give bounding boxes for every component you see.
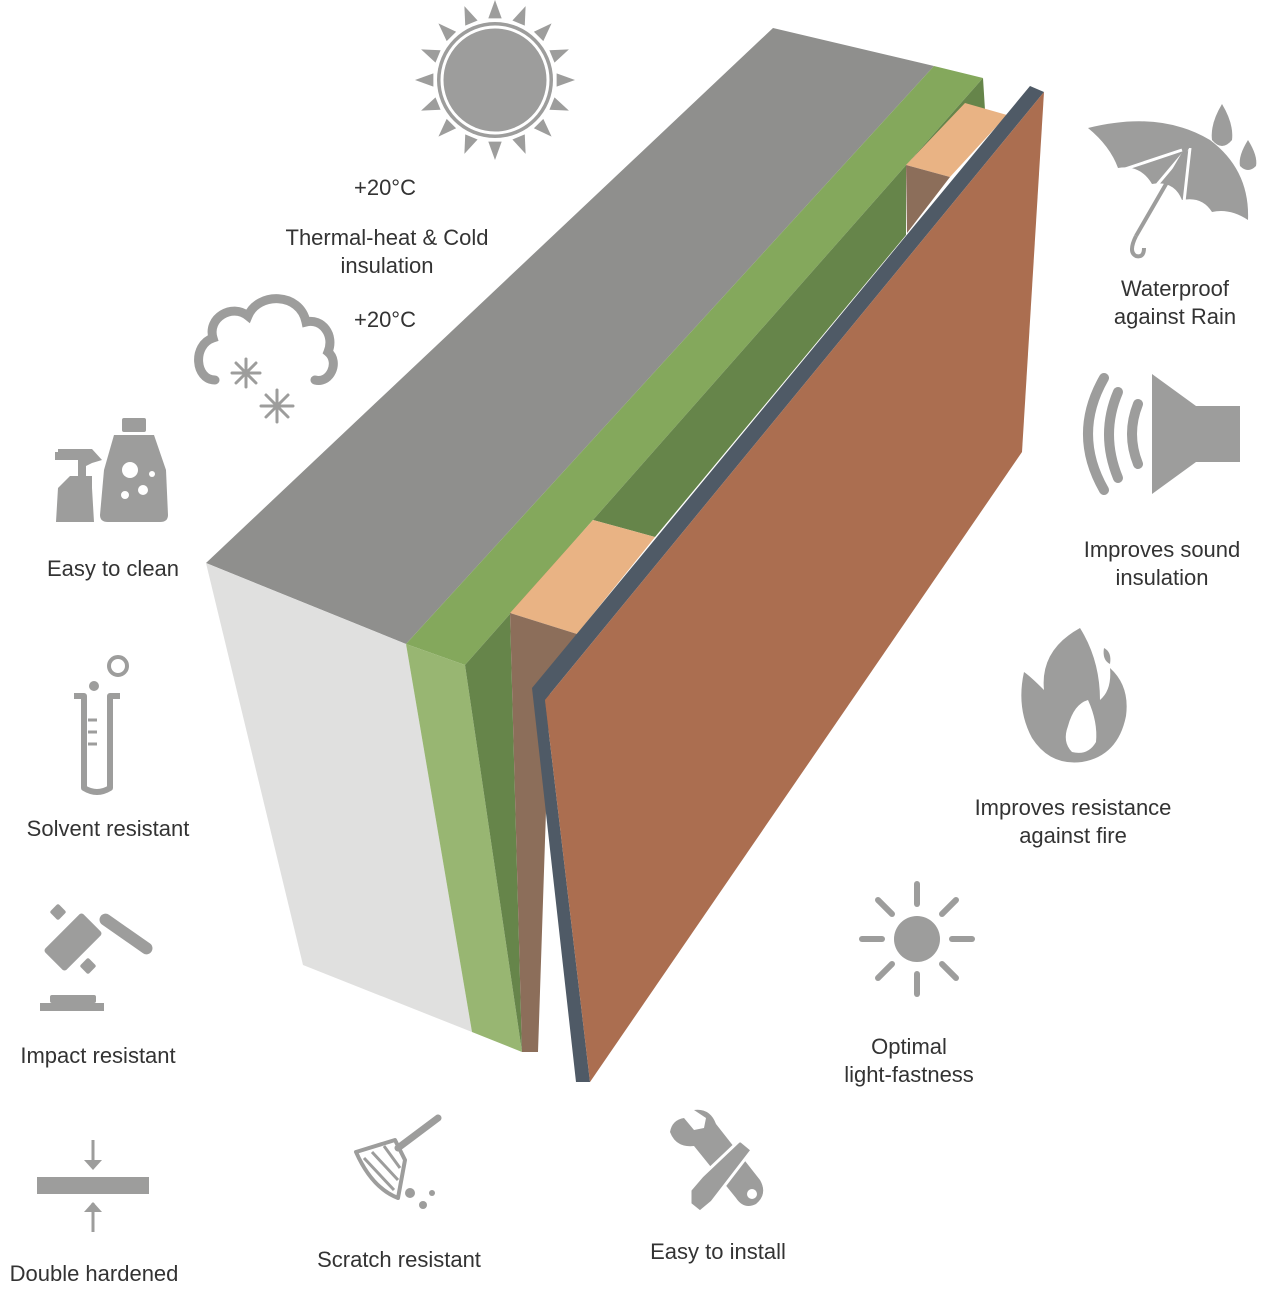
insulation-dark-band xyxy=(465,78,985,1052)
sun-ray xyxy=(421,49,441,63)
flame-icon xyxy=(1021,628,1127,763)
rain-label: Waterproof against Rain xyxy=(1090,275,1260,331)
install-label: Easy to install xyxy=(650,1239,786,1264)
sound-label-line1: Improves sound xyxy=(1083,537,1241,562)
compression-arrows-icon xyxy=(37,1140,149,1232)
clean-label: Easy to clean xyxy=(46,556,180,581)
thermal-label: Thermal-heat & Cold insulation xyxy=(252,224,522,280)
speaker-icon xyxy=(1083,373,1240,495)
wood-batten-top-2 xyxy=(906,103,1007,177)
fire-label-line1: Improves resistance xyxy=(974,795,1172,820)
sun-ray xyxy=(549,97,569,111)
cladding-edge xyxy=(532,86,1044,1082)
solvent-label: Solvent resistant xyxy=(26,816,190,841)
sun-ray xyxy=(512,6,526,26)
thermal-label-line2: insulation xyxy=(340,253,434,278)
wall-block xyxy=(206,28,1044,1082)
feather-duster-icon xyxy=(354,1114,442,1209)
light-label-line2: light-fastness xyxy=(844,1062,974,1087)
insulation-side-face xyxy=(406,644,522,1052)
fire-label-line2: against fire xyxy=(1019,823,1127,848)
sun-ray xyxy=(415,73,434,87)
umbrella-icon xyxy=(1088,104,1257,259)
temperature-top-label: +20°C xyxy=(353,175,416,200)
wall-side-face xyxy=(206,563,472,1032)
wood-batten-side xyxy=(510,613,577,1052)
cleaning-bottles-icon xyxy=(55,418,168,522)
rain-label-line2: against Rain xyxy=(1113,304,1237,329)
rain-label-line1: Waterproof xyxy=(1120,276,1229,301)
sun-ray xyxy=(533,118,552,137)
wall-top-face xyxy=(206,28,934,644)
hardened-label: Double hardened xyxy=(9,1261,179,1286)
sun-ray xyxy=(488,0,502,19)
sun-ray xyxy=(438,118,457,137)
insulation-top-face xyxy=(406,66,983,665)
cladding-panel xyxy=(545,92,1044,1082)
light-label: Optimal light-fastness xyxy=(820,1033,998,1089)
sun-ray xyxy=(464,6,478,26)
snow-cloud-icon xyxy=(194,294,338,424)
fire-label: Improves resistance against fire xyxy=(950,794,1196,850)
wrench-icon xyxy=(670,1109,764,1214)
impact-label: Impact resistant xyxy=(20,1043,176,1068)
temperature-bottom-label: +20°C xyxy=(353,307,416,332)
gavel-icon xyxy=(40,904,153,1011)
sun-icon xyxy=(415,0,575,160)
sun-ray xyxy=(533,23,552,42)
sun-ray xyxy=(438,23,457,42)
sun-ray xyxy=(421,97,441,111)
sun-ray xyxy=(488,141,502,160)
sound-label: Improves sound insulation xyxy=(1062,536,1262,592)
wood-batten-side-2 xyxy=(906,165,950,233)
sun-ray xyxy=(556,73,575,87)
test-tube-icon xyxy=(74,655,129,795)
light-label-line1: Optimal xyxy=(871,1034,947,1059)
scratch-label: Scratch resistant xyxy=(317,1247,481,1272)
thermal-label-line1: Thermal-heat & Cold xyxy=(285,225,489,250)
wood-batten-top xyxy=(510,520,655,634)
small-sun-icon xyxy=(859,881,975,997)
sun-ray xyxy=(464,134,478,154)
sound-label-line2: insulation xyxy=(1115,565,1209,590)
sun-ray xyxy=(512,134,526,154)
sun-ray xyxy=(549,49,569,63)
